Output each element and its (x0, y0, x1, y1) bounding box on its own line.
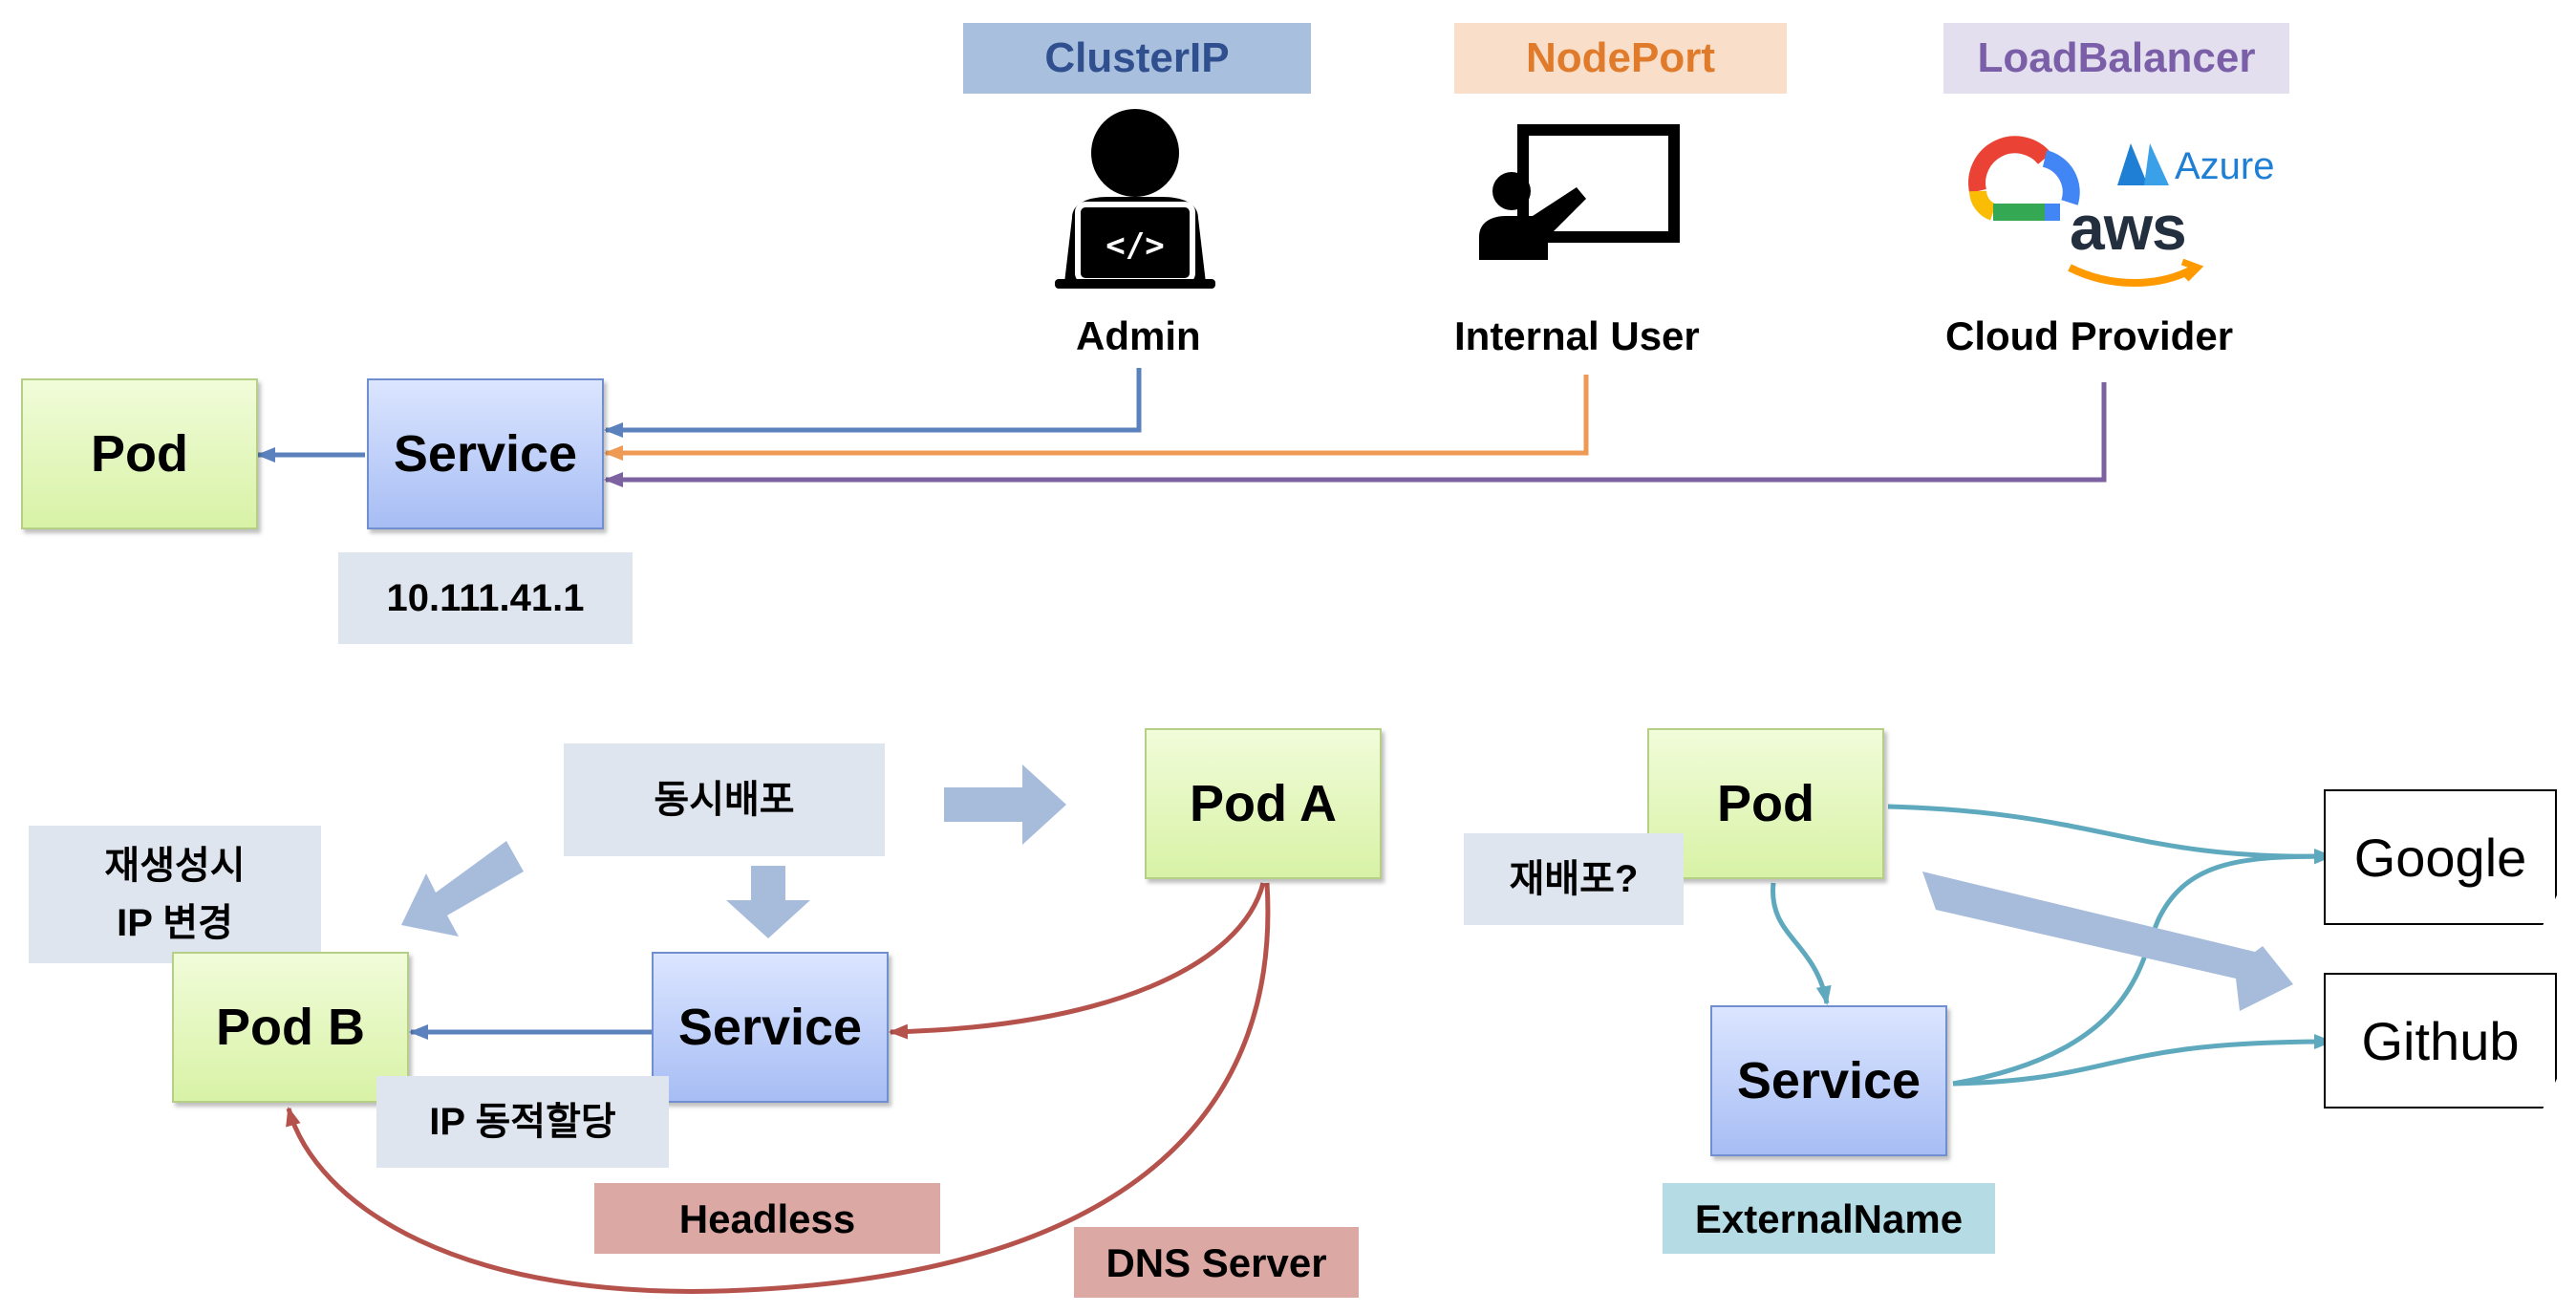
ext-pod-to-google-arrow (1887, 804, 2333, 865)
loadbalancer-arrow (604, 382, 2107, 487)
google-label: Google (2353, 827, 2527, 888)
ip-dynamic-allocation-label: IP 동적할당 (376, 1076, 669, 1168)
pod-a[interactable]: Pod A (1145, 728, 1382, 879)
clusterip-label: ClusterIP (963, 23, 1311, 94)
loadbalancer-label: LoadBalancer (1943, 23, 2289, 94)
block-arrow-right (944, 764, 1066, 845)
github-label: Github (2361, 1010, 2520, 1071)
top-service[interactable]: Service (367, 378, 604, 529)
pod-b[interactable]: Pod B (172, 952, 409, 1103)
ext-pod-to-service-arrow (1771, 882, 1832, 1005)
ip-change-line2: IP 변경 (117, 902, 233, 944)
block-arrow-diagonal (1922, 872, 2293, 1011)
poda-to-service-arrow (889, 882, 1266, 1040)
nodeport-label: NodePort (1454, 23, 1787, 94)
google-target-box[interactable]: Google (2324, 789, 2557, 925)
dns-server-label: DNS Server (1074, 1227, 1359, 1298)
nodeport-arrow (604, 375, 1589, 461)
block-arrow-down (726, 866, 810, 938)
block-arrow-down-left (401, 841, 524, 936)
ip-change-on-recreate-label: 재생성시 IP 변경 (29, 826, 321, 963)
top-pod[interactable]: Pod (21, 378, 258, 529)
service-ip-label: 10.111.41.1 (338, 552, 633, 644)
ext-service-to-github-arrow (1952, 1034, 2333, 1087)
simultaneous-deploy-label: 동시배포 (564, 743, 885, 856)
github-target-box[interactable]: Github (2324, 973, 2557, 1109)
aws-logo-text: aws (2070, 192, 2187, 263)
cloud-provider-label: Cloud Provider (1945, 313, 2234, 358)
ext-service-to-google-arrow (1952, 849, 2333, 1087)
external-service[interactable]: Service (1710, 1005, 1947, 1156)
admin-label: Admin (1076, 313, 1201, 358)
azure-logo-text: Azure (2175, 145, 2275, 187)
internal-user-label: Internal User (1454, 313, 1700, 358)
clusterip-arrow (604, 368, 1142, 438)
external-pod[interactable]: Pod (1647, 728, 1884, 879)
headless-label: Headless (594, 1183, 940, 1254)
ip-change-line1: 재생성시 (104, 845, 246, 887)
externalname-label: ExternalName (1663, 1183, 1995, 1254)
redeploy-question-label: 재배포? (1464, 833, 1684, 925)
headless-service[interactable]: Service (652, 952, 889, 1103)
poda-to-podb-dns-arrow (286, 882, 1271, 1294)
